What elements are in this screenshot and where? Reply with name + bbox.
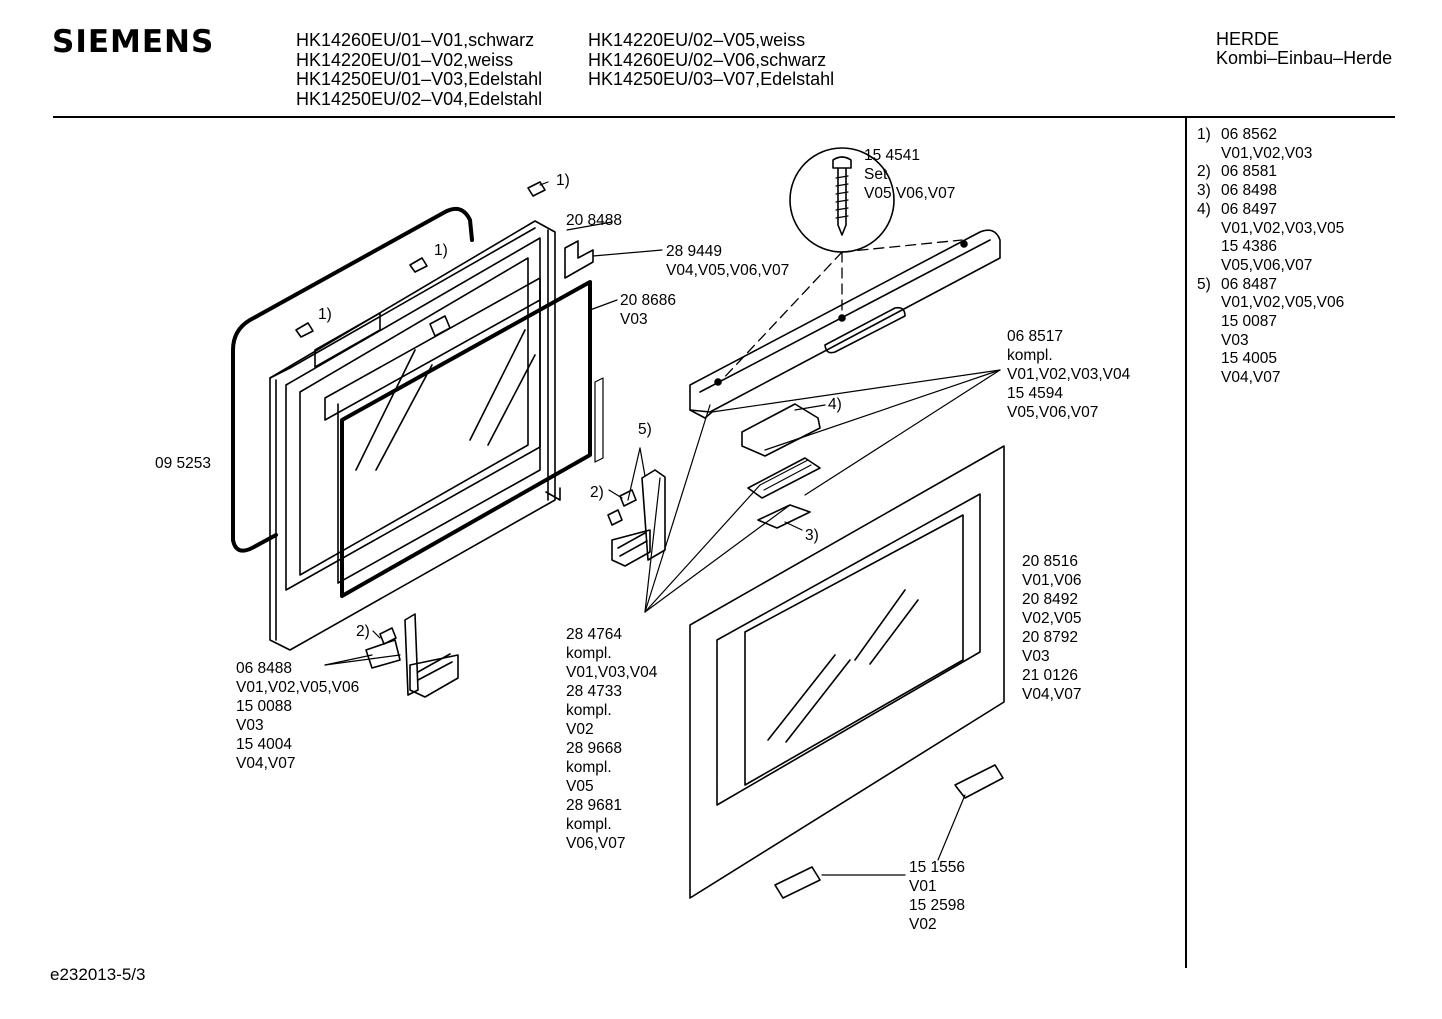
inner-glass-pane xyxy=(324,277,541,584)
legend-variant: V03 xyxy=(1221,331,1249,349)
legend-item-3: 3)06 8498 xyxy=(1197,182,1278,200)
outer-door-glass xyxy=(689,445,1005,899)
category-subtitle: Kombi–Einbau–Herde xyxy=(1216,48,1393,68)
model-line: HK14250EU/01–V03,Edelstahl xyxy=(296,69,543,89)
legend-variant: V01,V02,V05,V06 xyxy=(1221,294,1345,312)
rear-door-frame xyxy=(269,220,561,651)
marker-1: 1) xyxy=(318,306,332,323)
legend-variant: 15 4386 xyxy=(1221,238,1278,256)
model-line: HK14250EU/02–V04,Edelstahl xyxy=(296,88,543,109)
model-list-col1: HK14260EU/01–V01,schwarz HK14220EU/01–V0… xyxy=(296,30,543,109)
hinge-part xyxy=(607,469,666,567)
legend-item-1: 1)06 8562 xyxy=(1197,126,1278,143)
model-line: HK14220EU/01–V02,weiss xyxy=(296,49,514,70)
legend-divider xyxy=(1185,118,1187,968)
marker-4: 4) xyxy=(828,396,842,413)
assembly-lines xyxy=(719,239,963,383)
door-gasket xyxy=(231,206,474,542)
marker-1: 1) xyxy=(556,172,570,189)
door-handle-bar xyxy=(689,229,1001,419)
model-line: HK14250EU/03–V07,Edelstahl xyxy=(588,69,835,89)
clip-part xyxy=(527,181,546,197)
legend-variant: V04,V07 xyxy=(1221,369,1281,387)
brand-logo: SIEMENS xyxy=(52,24,215,60)
legend-variant: V05,V06,V07 xyxy=(1221,256,1313,274)
legend-item-2: 2)06 8581 xyxy=(1197,163,1278,181)
door-bracket xyxy=(564,240,594,279)
legend-variant: V01,V02,V03,V05 xyxy=(1221,219,1345,237)
screw-icon xyxy=(832,156,852,236)
parts-legend: 1)06 8562 V01,V02,V03 2)06 8581 3)06 849… xyxy=(1197,126,1344,388)
drawing-id: e232013-5/3 xyxy=(50,965,146,984)
door-clip xyxy=(954,764,1004,799)
model-line: HK14260EU/01–V01,schwarz xyxy=(296,30,535,50)
legend-variant: V01,V02,V03 xyxy=(1221,144,1313,162)
hinge-part xyxy=(365,613,459,698)
marker-5: 5) xyxy=(638,421,652,438)
leader-lines xyxy=(324,181,1001,876)
legend-variant: 15 0087 xyxy=(1221,313,1278,331)
model-line: HK14220EU/02–V05,weiss xyxy=(588,30,806,50)
marker-1: 1) xyxy=(434,242,448,259)
model-line: HK14260EU/02–V06,schwarz xyxy=(588,49,827,70)
marker-2: 2) xyxy=(356,623,370,640)
callout-095253: 09 5253 xyxy=(155,455,212,472)
legend-item-4: 4)06 8497 xyxy=(1197,200,1278,218)
glass-frame xyxy=(340,280,592,598)
marker-3: 3) xyxy=(805,527,819,544)
category-block: HERDE Kombi–Einbau–Herde xyxy=(1216,30,1392,68)
gasket-part-3 xyxy=(757,504,811,529)
slider-part xyxy=(747,457,821,499)
legend-variant: 15 4005 xyxy=(1221,350,1278,368)
marker-2: 2) xyxy=(590,484,604,501)
callout-208488: 20 8488 xyxy=(566,212,623,229)
category-title: HERDE xyxy=(1216,29,1280,49)
cover-part-4 xyxy=(741,403,821,457)
header-divider xyxy=(53,116,1395,118)
legend-item-5: 5)06 8487 xyxy=(1197,275,1278,293)
model-list-col2: HK14220EU/02–V05,weiss HK14260EU/02–V06,… xyxy=(588,30,835,90)
